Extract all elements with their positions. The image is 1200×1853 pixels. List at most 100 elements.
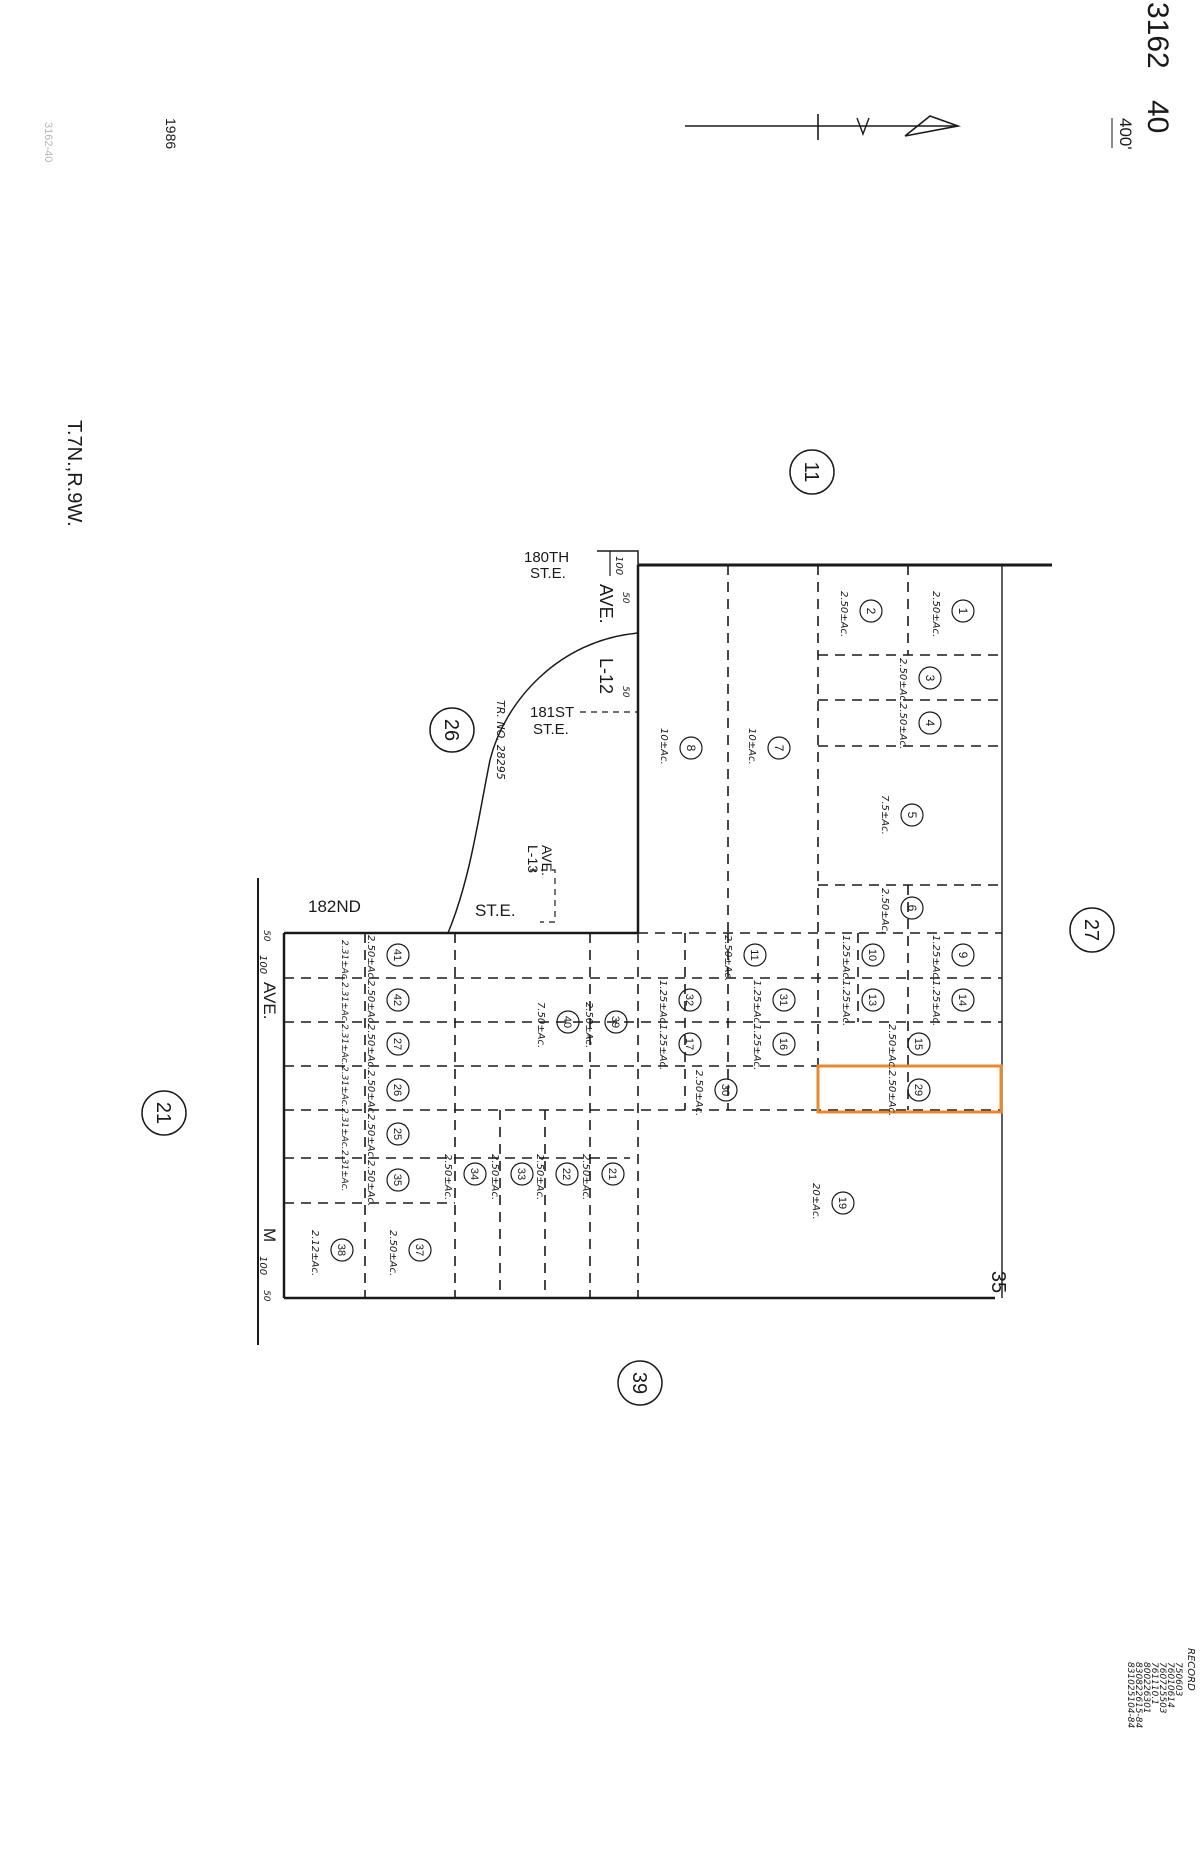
parcel-area: 2.50±Ac. — [365, 1114, 376, 1160]
parcel-40[interactable]: 407.50±Ac. — [535, 1002, 580, 1048]
history-entry: 760725503 — [1157, 1662, 1167, 1714]
parcel-37[interactable]: 37 2.50±Ac. — [387, 1230, 432, 1276]
parcel-number-circle — [678, 1032, 702, 1056]
parcel-number: 4 — [923, 720, 937, 727]
highlight-parcel-29[interactable] — [816, 1064, 1003, 1114]
parcel-19[interactable]: 19 20±Ac. — [810, 1183, 855, 1220]
parcel-number: 5 — [905, 812, 919, 819]
parcel-number-circle — [386, 988, 410, 1012]
parcel-number: 21 — [606, 1168, 618, 1180]
parcel-area: 2.50±Ac. — [365, 1024, 376, 1070]
section-39-circle — [617, 1360, 663, 1406]
parcel-number: 25 — [391, 1128, 403, 1140]
parcel-number-circle — [678, 988, 702, 1012]
parcel-32[interactable]: 321.25±Ac. — [657, 980, 702, 1026]
parcel-1[interactable]: 12.50±Ac. — [930, 591, 975, 637]
parcel-29[interactable]: 29 2.50±Ac. — [886, 1070, 931, 1116]
parcel-number-circle — [408, 1238, 432, 1262]
parcel-area: 1.25±Ac. — [751, 1024, 762, 1070]
parcel-number: 26 — [391, 1084, 403, 1096]
parcel-number-circle — [601, 1162, 625, 1186]
parcel-number: 19 — [836, 1197, 848, 1209]
parcel-number-circle — [556, 1010, 580, 1034]
parcel-number-circle — [386, 1032, 410, 1056]
parcel-4[interactable]: 42.50±Ac. — [897, 703, 942, 749]
parcel-area: 2.50±Ac. — [886, 1070, 897, 1116]
parcel-6[interactable]: 62.50±Ac. — [879, 888, 924, 934]
parcel-area: 2.50±Ac. — [722, 935, 733, 981]
parcel-area: 2.50±Ac. — [365, 1160, 376, 1206]
parcel-number: 14 — [956, 994, 968, 1006]
width-50-d: 50 — [620, 686, 630, 698]
parcel-number: 8 — [684, 745, 698, 752]
history-entry: 750603 — [1173, 1662, 1183, 1697]
history-block: RECORD — [1185, 1648, 1196, 1691]
street-180th: 180TH — [524, 549, 569, 566]
parcel-8[interactable]: 810±Ac. — [658, 728, 703, 765]
parcel-22[interactable]: 222.50±Ac. — [534, 1154, 579, 1200]
section-26-circle — [429, 707, 475, 753]
parcel-number-circle — [918, 666, 942, 690]
parcel-number: 9 — [956, 952, 970, 959]
parcel-35[interactable]: 35 2.50±Ac. — [365, 1160, 410, 1206]
parcel-2[interactable]: 22.50±Ac. — [838, 591, 883, 637]
parcel-13[interactable]: 131.25±Ac. — [840, 980, 885, 1026]
street-180th-st: ST.E. — [530, 565, 566, 582]
parcel-number-circle — [386, 1168, 410, 1192]
parcel-25[interactable]: 25 2.50±Ac. — [365, 1114, 410, 1160]
parcel-21[interactable]: 212.50±Ac. — [580, 1154, 625, 1200]
parcel-7[interactable]: 710±Ac. — [746, 728, 791, 765]
parcel-14[interactable]: 141.25±Ac. — [930, 980, 975, 1026]
parcel-10[interactable]: 101.25±Ac. — [840, 935, 885, 981]
parcel-area: 2.50±Ac. — [387, 1230, 398, 1276]
parcel-15[interactable]: 152.50±Ac. — [886, 1024, 931, 1070]
width-100-c: 100 — [257, 1256, 268, 1275]
history-list: 75060376010614760725503761110.1800226301… — [1125, 1662, 1183, 1729]
parcel-number-circle — [859, 599, 883, 623]
width-100-a: 100 — [613, 556, 624, 575]
parcel-layer: 12.50±Ac.22.50±Ac.32.50±Ac.42.50±Ac.57.5… — [309, 591, 975, 1276]
parcel-area: 1.25±Ac. — [751, 980, 762, 1026]
parcel-11[interactable]: 112.50±Ac. — [722, 935, 767, 981]
parcel-number-circle — [831, 1191, 855, 1215]
parcel-42[interactable]: 422.50±Ac. — [365, 980, 410, 1026]
parcel-33[interactable]: 332.50±Ac. — [489, 1154, 534, 1200]
section-27-circle — [1069, 907, 1115, 953]
parcel-area: 20±Ac. — [810, 1183, 821, 1220]
parcel-area: 2.50±Ac. — [365, 1070, 376, 1116]
parcel-31[interactable]: 311.25±Ac. — [751, 980, 796, 1026]
section-11-circle — [789, 449, 835, 495]
parcel-number: 37 — [413, 1244, 425, 1256]
lot-strip-area: 2.31±Ac. — [339, 1108, 349, 1150]
parcel-26[interactable]: 26 2.50±Ac. — [365, 1070, 410, 1116]
parcel-16[interactable]: 161.25±Ac. — [751, 1024, 796, 1070]
history-entry: 761110.1 — [1149, 1662, 1159, 1705]
parcel-34[interactable]: 342.50±Ac. — [442, 1154, 487, 1200]
parcel-30[interactable]: 302.50±Ac. — [693, 1070, 738, 1116]
parcel-number-circle — [772, 988, 796, 1012]
parcel-number-circle — [907, 1032, 931, 1056]
parcel-number: 2 — [864, 608, 878, 615]
section-21-circle — [141, 1090, 187, 1136]
parcel-area: 1.25±Ac. — [657, 980, 668, 1026]
parcel-41[interactable]: 412.50±Ac. — [365, 935, 410, 981]
parcel-3[interactable]: 32.50±Ac. — [897, 658, 942, 704]
parcel-number-circle — [918, 711, 942, 735]
parcel-27[interactable]: 27 2.50±Ac. — [365, 1024, 410, 1070]
parcel-number: 27 — [391, 1038, 403, 1050]
parcel-5[interactable]: 5 7.5±Ac. — [879, 795, 924, 835]
street-181st-st: ST.E. — [533, 721, 569, 738]
parcel-number: 7 — [772, 745, 786, 752]
parcel-39[interactable]: 392.50±Ac. — [583, 1002, 628, 1048]
parcel-number: 40 — [561, 1016, 573, 1028]
parcel-number: 35 — [391, 1174, 403, 1186]
parcel-area: 2.50±Ac. — [442, 1154, 453, 1200]
parcel-number-circle — [714, 1078, 738, 1102]
lot-strip-area: 2.31±Ac. — [339, 1024, 349, 1066]
parcel-38[interactable]: 382.12±Ac. — [309, 1230, 354, 1276]
parcel-17[interactable]: 171.25±Ac. — [657, 1024, 702, 1070]
parcel-9[interactable]: 91.25±Ac. — [930, 935, 975, 981]
parcel-number: 29 — [912, 1084, 924, 1096]
parcel-area: 7.5±Ac. — [879, 795, 890, 835]
parcel-number-circle — [743, 943, 767, 967]
